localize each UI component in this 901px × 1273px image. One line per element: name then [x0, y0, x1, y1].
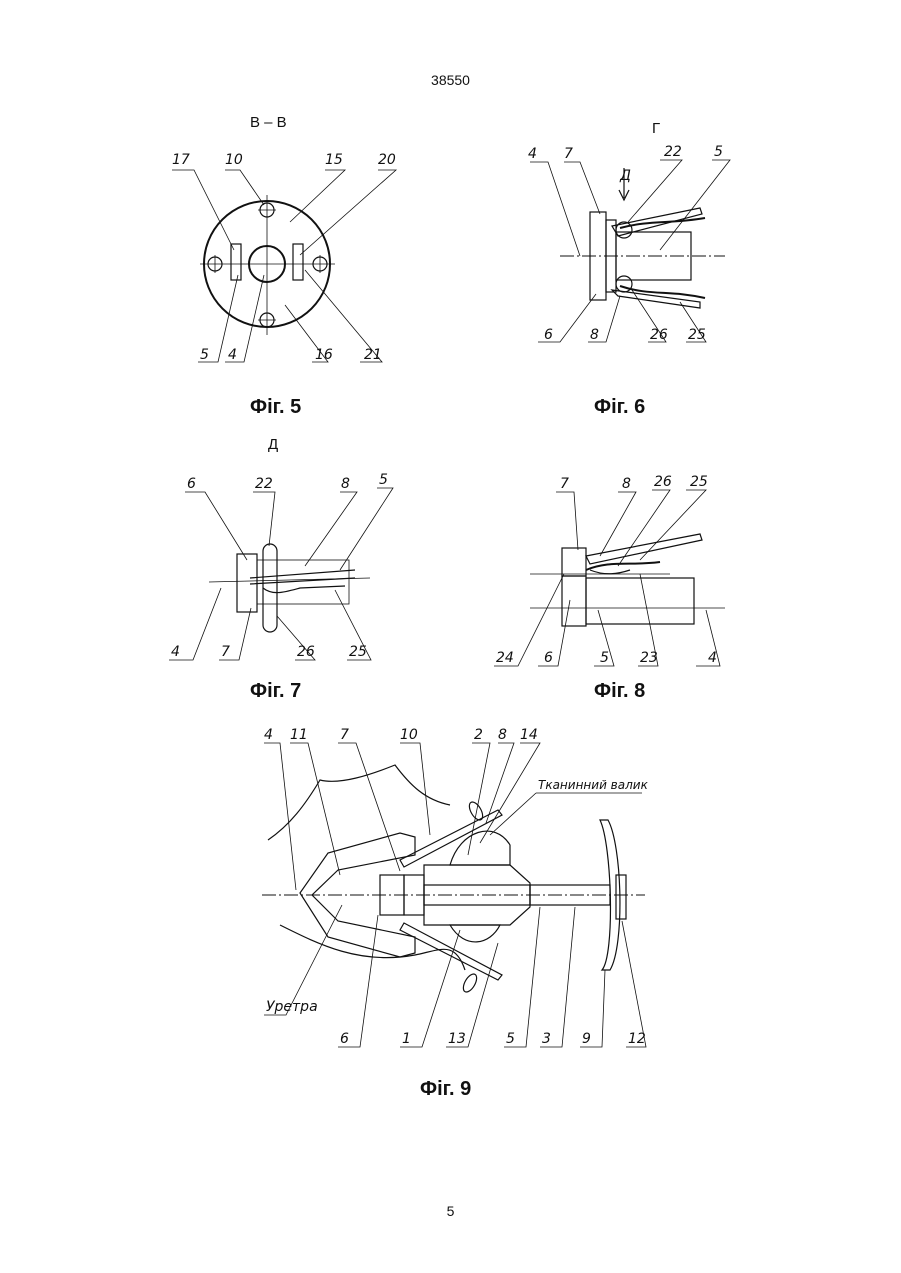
fig9-label-11: 11	[290, 727, 308, 743]
fig7-label-4: 4	[171, 644, 180, 660]
fig9-label-13: 13	[448, 1031, 466, 1047]
fig7-caption: Фіг. 7	[250, 680, 301, 703]
fig8-label-4: 4	[708, 650, 717, 666]
fig9-label-4: 4	[264, 727, 273, 743]
fig6-label-d: Д	[619, 168, 631, 184]
fig7-label-25: 25	[349, 644, 367, 660]
fig9-label-1: 1	[402, 1031, 411, 1047]
fig6-label-7: 7	[564, 146, 573, 162]
fig7-label-22: 22	[255, 476, 273, 492]
fig9-caption: Фіг. 9	[420, 1078, 471, 1101]
fig9-label-12: 12	[628, 1031, 646, 1047]
fig9-label-14: 14	[520, 727, 538, 743]
fig5-slot-right	[293, 244, 303, 280]
fig5-needle-holes	[208, 203, 327, 327]
fig5-caption: Фіг. 5	[250, 396, 301, 419]
fig9-label-9: 9	[582, 1031, 591, 1047]
fig7-label-6: 6	[187, 476, 196, 492]
fig7-leaders	[169, 488, 393, 660]
fig9-tissue-lower	[280, 925, 465, 970]
fig7-needle	[250, 570, 355, 584]
fig9-label-10: 10	[400, 727, 418, 743]
page-number-bottom: 5	[0, 1203, 901, 1219]
fig7-label-5: 5	[379, 472, 388, 488]
fig5-label-15: 15	[325, 152, 343, 168]
fig9-drawing: 4 11 7 10 2 8 14 Тканинний валик Уретра …	[250, 725, 670, 1055]
fig9-label-tissue-roller: Тканинний валик	[538, 778, 649, 792]
fig8-label-6: 6	[544, 650, 553, 666]
fig8-needle	[586, 534, 702, 564]
fig6-label-5: 5	[714, 144, 723, 160]
fig6-view-label: Г	[652, 120, 660, 137]
fig8-label-5: 5	[600, 650, 609, 666]
fig5-label-20: 20	[378, 152, 396, 168]
fig6-label-8: 8	[590, 327, 599, 343]
fig6-label-26: 26	[650, 327, 668, 343]
fig6-label-6: 6	[544, 327, 553, 343]
fig7-thread-loop	[263, 544, 277, 632]
fig5-label-5: 5	[200, 347, 209, 363]
fig9-label-5: 5	[506, 1031, 515, 1047]
fig5-label-21: 21	[364, 347, 382, 363]
fig6-leaders	[530, 160, 730, 342]
fig8-caption: Фіг. 8	[594, 680, 645, 703]
fig8-label-7: 7	[560, 476, 569, 492]
fig5-label-10: 10	[225, 152, 243, 168]
fig5-drawing: 17 10 15 20 5 4 16 21	[160, 140, 400, 380]
fig8-label-25: 25	[690, 474, 708, 490]
fig9-label-urethra: Уретра	[266, 999, 318, 1015]
fig7-label-8: 8	[341, 476, 350, 492]
fig5-slot-left	[231, 244, 241, 280]
fig6-label-25: 25	[688, 327, 706, 343]
fig7-view-label: Д	[268, 436, 278, 453]
fig5-section-label: B – B	[250, 114, 287, 131]
fig7-shaft	[257, 560, 349, 604]
fig9-label-7: 7	[340, 727, 349, 743]
fig7-label-26: 26	[297, 644, 315, 660]
fig5-label-16: 16	[315, 347, 333, 363]
fig8-label-24: 24	[496, 650, 514, 666]
fig5-label-4: 4	[228, 347, 237, 363]
fig7-label-7: 7	[221, 644, 230, 660]
fig9-label-3: 3	[542, 1031, 551, 1047]
fig8-label-23: 23	[640, 650, 658, 666]
fig9-label-2: 2	[474, 727, 483, 743]
fig8-label-26: 26	[654, 474, 672, 490]
fig6-label-4: 4	[528, 146, 537, 162]
fig9-label-8: 8	[498, 727, 507, 743]
fig8-cap-section	[562, 548, 586, 576]
fig9-end-nut	[616, 875, 626, 919]
fig6-caption: Фіг. 6	[594, 396, 645, 419]
fig6-label-22: 22	[664, 144, 682, 160]
fig8-drawing: 7 8 26 25 24 6 5 23 4	[490, 470, 750, 680]
fig7-drawing: 6 22 8 5 4 7 26 25	[165, 470, 395, 670]
fig5-label-17: 17	[172, 152, 190, 168]
fig8-label-8: 8	[622, 476, 631, 492]
fig8-shaft	[586, 578, 694, 624]
fig6-drawing: 4 7 Д 22 5 6 8 26 25	[520, 140, 760, 350]
fig9-label-6: 6	[340, 1031, 349, 1047]
fig7-cap	[237, 554, 257, 612]
page-number-top: 38550	[0, 72, 901, 88]
fig9-tissue-upper	[268, 765, 450, 840]
